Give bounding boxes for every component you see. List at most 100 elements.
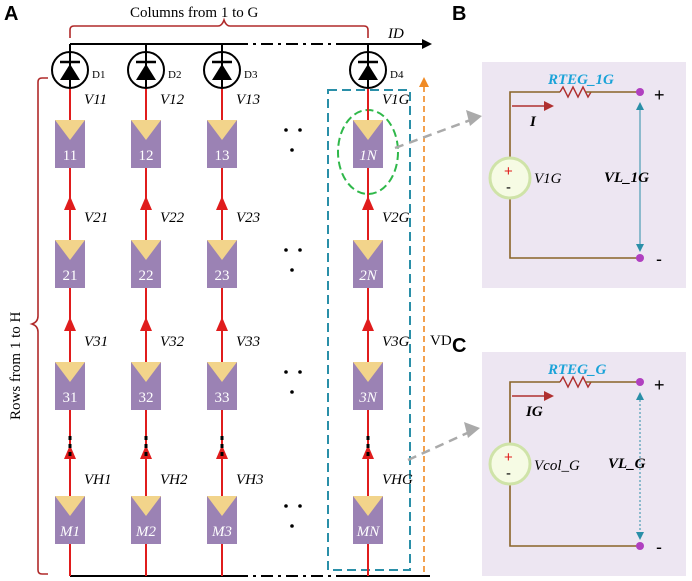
current-arrow [362,317,374,331]
source-b-plus: + [504,163,513,180]
teg-cell [131,240,161,288]
voltage-label: VHG [382,472,413,488]
circuit-c: + - Vcol_G IG RTEG_G VL_G + - [482,352,686,576]
resistor-c-label: RTEG_G [547,362,607,378]
circuit-b: + - V1G I RTEG_1G VL_1G + - [482,62,686,288]
teg-cell [55,362,85,410]
column-continuation-dots [284,128,302,528]
cell-label: 1N [359,148,378,164]
terminal-c-minus: - [656,537,662,557]
row-continuation-dots [220,436,224,456]
rows-bracket [29,77,48,575]
voltage-label: V3G [382,334,410,350]
cell-label: 21 [63,268,78,284]
teg-cell [207,120,237,168]
teg-cell [207,240,237,288]
cell-label: 12 [139,148,154,164]
panel-label-b: B [452,3,466,25]
resistor-b-icon [559,85,592,99]
pointer-to-b-head [466,110,482,126]
cell-label: 33 [215,390,230,406]
pointer-to-b [394,116,477,150]
teg-cell [55,120,85,168]
vd-label: VD [430,333,452,349]
current-label: ID [387,26,404,42]
teg-array-grid: D111V1121V2131V31M1VH1D212V1222V2232V32M… [51,44,413,576]
source-b-minus: - [506,179,511,196]
diode-icon [51,44,89,89]
teg-cell [55,496,85,544]
voltage-label: V22 [160,210,185,226]
panel-label-c: C [452,335,466,357]
voltage-label: V1G [382,92,410,108]
voltage-label: V21 [84,210,108,226]
source-c-icon [488,442,532,486]
diode-label: D4 [390,69,404,81]
rows-label: Rows from 1 to H [8,312,24,421]
pointer-to-c [407,428,475,462]
cell-label: 31 [63,390,78,406]
current-arrow [216,196,228,210]
teg-cell [207,362,237,410]
cell-label: 11 [63,148,77,164]
teg-cell [131,362,161,410]
voltage-label: VH2 [160,472,188,488]
cell-label: 22 [139,268,154,284]
source-c-plus: + [504,449,513,466]
terminal-b-minus: - [656,249,662,269]
current-arrow [64,317,76,331]
source-b-label: V1G [534,171,562,187]
source-b-icon [488,156,532,200]
current-arrow [140,196,152,210]
teg-cell [353,240,383,288]
cell-label: 13 [215,148,230,164]
voltage-label: V31 [84,334,108,350]
voltage-label: V32 [160,334,185,350]
source-c-label: Vcol_G [534,458,580,474]
current-arrow [216,317,228,331]
cell-label: 2N [359,268,378,284]
columns-bracket [69,17,369,38]
terminal-c-plus: + [654,375,665,395]
voltage-label: VH1 [84,472,112,488]
voltage-label: VH3 [236,472,264,488]
voltage-label: V13 [236,92,260,108]
load-voltage-c-label: VL_G [608,456,646,472]
current-arrow [64,196,76,210]
source-c-minus: - [506,465,511,482]
cell-label: MN [356,524,380,540]
voltage-label: V12 [160,92,185,108]
cell-label: M2 [135,524,156,540]
teg-cell [353,362,383,410]
panel-label-a: A [4,3,18,25]
cell-label: M1 [59,524,80,540]
cell-label: 32 [139,390,154,406]
diode-icon [349,44,387,89]
voltage-label: V33 [236,334,260,350]
diode-label: D1 [92,69,105,81]
teg-cell [131,120,161,168]
pointer-to-c-head [464,422,480,438]
teg-cell [207,496,237,544]
terminal-b-plus: + [654,85,665,105]
current-b-label: I [529,114,537,130]
diode-icon [203,44,241,89]
current-arrow [140,317,152,331]
voltage-label: V2G [382,210,410,226]
cell-label: 3N [358,390,378,406]
cell-label: 23 [215,268,230,284]
teg-cell [131,496,161,544]
teg-cell [353,496,383,544]
current-arrow [362,196,374,210]
voltage-label: V11 [84,92,107,108]
row-continuation-dots [366,436,370,456]
resistor-b-label: RTEG_1G [547,72,614,88]
load-voltage-b-label: VL_1G [604,170,649,186]
diode-icon [127,44,165,89]
columns-label: Columns from 1 to G [130,5,259,21]
cell-label: M3 [211,524,232,540]
row-continuation-dots [68,436,72,456]
current-c-label: IG [525,404,543,420]
teg-cell [353,120,383,168]
